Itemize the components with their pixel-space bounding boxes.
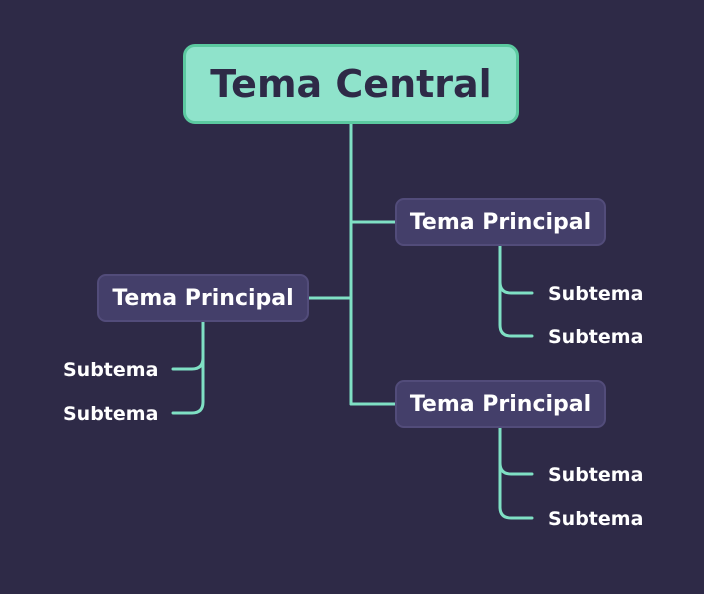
connector-sub-ru-1 xyxy=(498,244,534,295)
connector-sub-rl-2 xyxy=(498,461,534,520)
subtopic[interactable]: Subtema xyxy=(548,507,643,531)
main-topic-label: Tema Principal xyxy=(409,391,592,417)
subtopic[interactable]: Subtema xyxy=(548,463,643,487)
subtopic-label: Subtema xyxy=(548,326,644,348)
subtopic[interactable]: Subtema xyxy=(63,358,158,382)
subtopic-label: Subtema xyxy=(548,508,644,530)
central-topic-label: Tema Central xyxy=(210,62,492,106)
connector-sub-l-1 xyxy=(171,320,205,371)
main-topic-right-lower[interactable]: Tema Principal xyxy=(395,380,606,428)
subtopic-label: Subtema xyxy=(63,359,159,381)
subtopic[interactable]: Subtema xyxy=(63,402,158,426)
subtopic[interactable]: Subtema xyxy=(548,325,643,349)
connector-sub-l-2 xyxy=(171,356,205,415)
connector-sub-rl-1 xyxy=(498,426,534,476)
main-topic-right-upper[interactable]: Tema Principal xyxy=(395,198,606,246)
main-topic-label: Tema Principal xyxy=(112,285,294,311)
central-topic[interactable]: Tema Central xyxy=(183,44,519,124)
subtopic[interactable]: Subtema xyxy=(548,282,643,306)
main-topic-left[interactable]: Tema Principal xyxy=(97,274,309,322)
subtopic-label: Subtema xyxy=(548,283,644,305)
subtopic-label: Subtema xyxy=(63,403,159,425)
connector-sub-ru-2 xyxy=(498,280,534,338)
main-topic-label: Tema Principal xyxy=(409,209,592,235)
subtopic-label: Subtema xyxy=(548,464,644,486)
